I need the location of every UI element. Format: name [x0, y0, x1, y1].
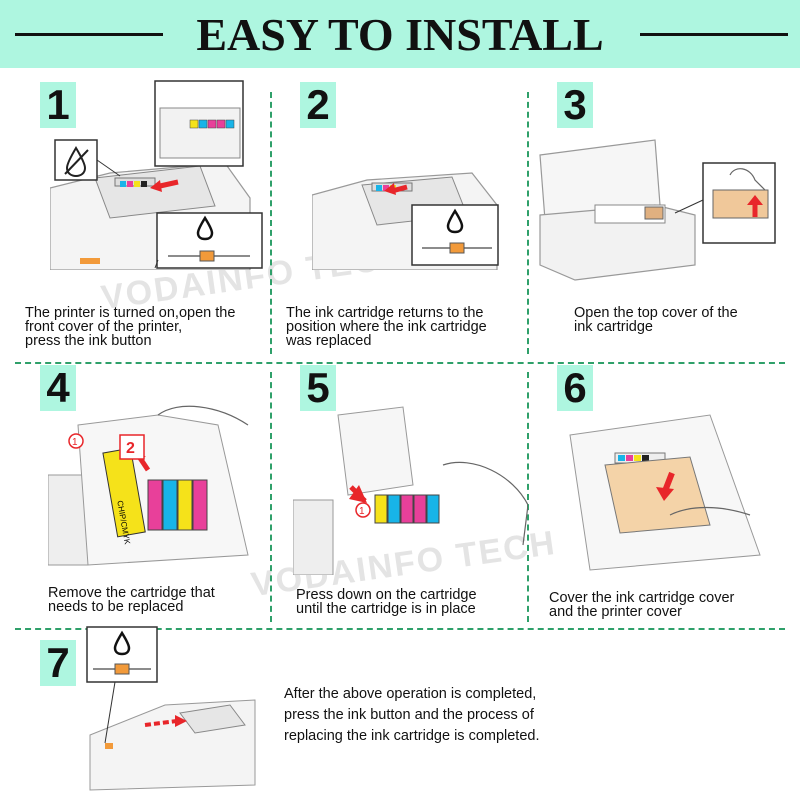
page-title: EASY TO INSTALL — [0, 8, 800, 61]
step-6-illustration — [569, 414, 761, 571]
step-caption: Remove the cartridge that needs to be re… — [48, 585, 215, 615]
step-3-illustration — [539, 139, 776, 281]
removed-cartridge — [102, 447, 146, 538]
ink-cartridges — [147, 479, 208, 531]
callout-1-text: 1 — [72, 437, 78, 448]
ink-drop-icon — [446, 208, 464, 234]
divider — [527, 372, 529, 622]
step-caption: Open the top cover of the ink cartridge — [574, 305, 738, 335]
ink-cartridge-cover — [604, 456, 711, 534]
red-arrow-icon — [150, 180, 162, 192]
step-number: 3 — [557, 82, 593, 128]
cartridge-cover — [337, 406, 414, 496]
title-banner: EASY TO INSTALL — [0, 0, 800, 68]
red-arrow-icon — [175, 715, 187, 727]
step-number: 6 — [557, 365, 593, 411]
step-caption: After the above operation is completed, … — [284, 686, 540, 744]
step-1-illustration — [50, 80, 263, 270]
divider — [15, 628, 785, 630]
step-number: 2 — [300, 82, 336, 128]
step-7-illustration — [86, 626, 256, 791]
step-5-illustration: 1 — [293, 406, 528, 575]
callout-2-badge — [119, 434, 145, 460]
callout-1-text: 1 — [359, 506, 365, 517]
ink-cartridges — [374, 494, 440, 524]
step-caption: The ink cartridge returns to the positio… — [286, 305, 487, 349]
red-arrow-icon — [384, 183, 396, 195]
ink-drop-icon — [196, 215, 214, 241]
title-rule-right — [640, 33, 788, 36]
title-rule-left — [15, 33, 163, 36]
red-arrow-icon — [349, 485, 367, 503]
ink-drop-icon — [113, 630, 131, 656]
step-number: 1 — [40, 82, 76, 128]
divider — [270, 372, 272, 622]
no-ink-icon — [54, 139, 98, 181]
step-caption: Cover the ink cartridge cover and the pr… — [549, 590, 735, 620]
step-number: 5 — [300, 365, 336, 411]
step-number: 7 — [40, 640, 76, 686]
step-caption: The printer is turned on,open the front … — [25, 305, 236, 349]
step-number: 4 — [40, 365, 76, 411]
cartridge-strip — [120, 181, 147, 187]
divider — [270, 92, 272, 354]
step-caption: Press down on the cartridge until the ca… — [296, 587, 477, 617]
callout-2-text: 2 — [126, 440, 135, 457]
red-arrow-icon — [747, 195, 763, 205]
ink-button-inset — [411, 204, 499, 266]
callout-1-badge — [355, 502, 371, 518]
step-4-illustration: CHIP/CMYK 1 2 — [48, 405, 249, 566]
callout-1-badge — [68, 433, 84, 449]
red-arrow-icon — [656, 487, 674, 501]
step-2-illustration — [312, 172, 499, 270]
divider — [15, 362, 785, 364]
divider — [527, 92, 529, 354]
